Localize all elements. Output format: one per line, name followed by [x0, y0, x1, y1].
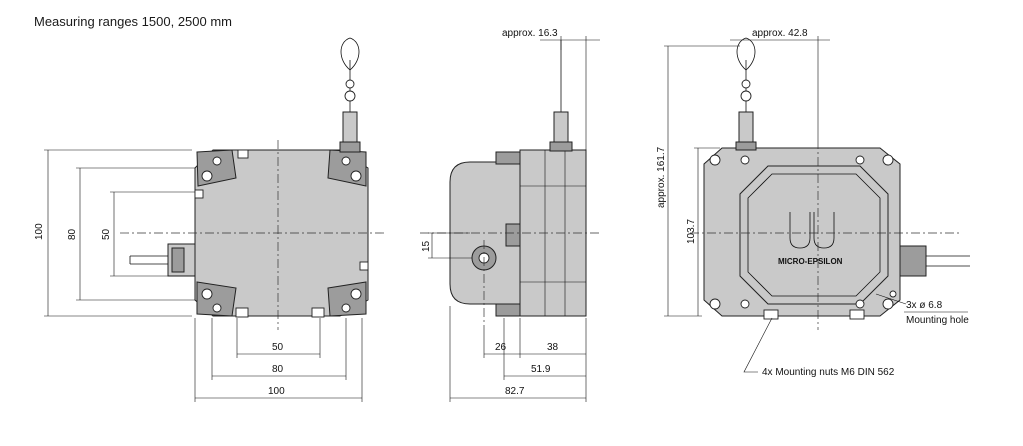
dim-back-approx-42-8: approx. 42.8	[752, 28, 808, 39]
note-mounting-hole: Mounting hole	[906, 315, 969, 326]
dim-front-80-vertical: 80	[67, 228, 78, 240]
back-view: MICRO-EPSILON approx. 42.8 approx. 161.7…	[656, 28, 970, 378]
dim-side-51-9: 51.9	[531, 364, 551, 375]
note-mounting-nuts: 4x Mounting nuts M6 DIN 562	[762, 367, 895, 378]
dim-side-15: 15	[421, 240, 432, 252]
dim-side-26: 26	[495, 342, 507, 353]
dim-front-80-horizontal: 80	[272, 364, 284, 375]
dim-front-50-horizontal: 50	[272, 342, 284, 353]
dim-front-100-vertical: 100	[34, 223, 45, 240]
diagram-title: Measuring ranges 1500, 2500 mm	[34, 14, 233, 29]
logo-mark	[789, 212, 835, 249]
dim-back-103-7: 103.7	[686, 219, 697, 244]
dim-front-50-vertical: 50	[101, 228, 112, 240]
dim-side-82-7: 82.7	[505, 386, 525, 397]
side-view: approx. 16.3 15 26 38 51.9 82.7	[420, 28, 600, 402]
front-view: 100 80 50 50 80 100	[34, 37, 385, 402]
dim-side-38: 38	[547, 342, 559, 353]
dim-front-100-horizontal: 100	[268, 386, 285, 397]
logo-text: MICRO-EPSILON	[778, 257, 843, 266]
dim-side-approx-16-3: approx. 16.3	[502, 28, 558, 39]
note-holes: 3x ø 6.8	[906, 300, 943, 311]
dim-back-approx-161-7: approx. 161.7	[656, 146, 667, 208]
